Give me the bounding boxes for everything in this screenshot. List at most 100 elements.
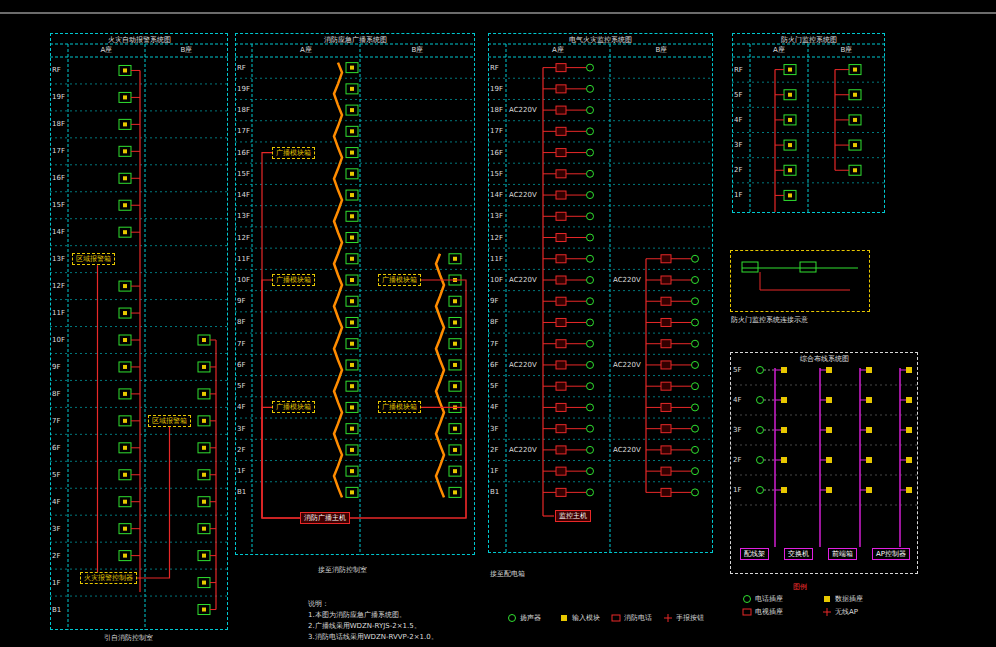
device-symbol [587,383,594,390]
panel-title: 电气火灾监控系统图 [489,36,712,44]
device-symbol [744,596,751,603]
note-text: 说明： [308,600,329,608]
outlet-symbol [826,487,832,493]
box-label: 广播模块箱 [276,403,311,411]
wire [235,375,475,376]
meter-symbol [556,170,566,178]
floor-label: 19F [490,85,503,93]
device-symbol [123,338,127,342]
floor-label: RF [52,66,61,74]
module-box: 广播模块箱 [378,401,421,413]
floor-label: 3F [734,141,742,149]
meter-symbol [556,488,566,496]
floor-label: 4F [490,403,498,411]
outlet-symbol [826,367,832,373]
meter-symbol [556,234,566,242]
wire [131,124,140,125]
floor-label: 6F [490,361,498,369]
floor-label: 14F [490,191,503,199]
floor-label: 4F [52,498,60,506]
floor-label: 2F [237,446,245,454]
floor-label: 8F [52,390,60,398]
wire [210,447,216,448]
floor-label: 18F [490,106,503,114]
device-symbol [119,497,131,507]
wire [131,501,140,502]
outlet-symbol [866,397,872,403]
cabinet-box: AP控制器 [872,548,910,560]
wire [860,400,866,401]
device-symbol [849,65,861,75]
meter-symbol [661,425,671,433]
floor-label: 6F [237,361,245,369]
meter-symbol [556,318,566,326]
wire [488,354,713,355]
device-symbol [449,360,461,370]
wire [131,178,140,179]
cabinet-box: 配线架 [740,548,769,560]
wire [210,501,216,502]
wire [760,272,761,290]
floor-label: 15F [52,201,65,209]
device-symbol [350,87,354,91]
device-symbol [449,424,461,434]
module-box: 广播模块箱 [378,274,421,286]
device-symbol [119,146,131,156]
floor-label: 15F [237,170,250,178]
wire [488,269,713,270]
floor-label: 17F [52,147,65,155]
wire [774,368,775,547]
device-symbol [350,448,354,452]
device-symbol [119,362,131,372]
device-symbol [202,338,206,342]
wire [835,170,849,171]
wire [50,137,228,138]
device-symbol [350,384,354,388]
meter-symbol [556,446,566,454]
connector [262,280,300,518]
wire [488,375,713,376]
legend-symbol [664,614,672,622]
floor-label: RF [734,66,743,74]
device-symbol [346,360,358,370]
connector [350,407,466,518]
legend-symbol [561,615,567,621]
device-symbol [453,257,457,261]
device-symbol [350,66,354,70]
wire [50,380,228,381]
outlet-symbol [866,487,872,493]
outlet-symbol [906,427,912,433]
wire [50,461,228,462]
floor-label: 16F [52,174,65,182]
device-symbol [123,311,127,315]
floor-label: 14F [237,191,250,199]
wire [645,259,646,493]
connector [262,407,300,518]
panel-title: 综合布线系统图 [731,355,917,363]
device-symbol [119,92,131,102]
device-symbol [346,84,358,94]
wire [488,481,713,482]
device-symbol [198,578,210,588]
wire [50,299,228,300]
device-symbol [119,443,131,453]
device-symbol [788,68,792,72]
device-symbol [346,211,358,221]
wire [131,340,140,341]
legend-title: 图例 [793,583,807,591]
floor-label: 7F [52,417,60,425]
device-symbol [346,424,358,434]
wire [50,515,228,516]
wire [50,326,228,327]
meter-symbol [661,488,671,496]
floor-label: 9F [490,297,498,305]
floor-label: 13F [490,212,503,220]
device-symbol [119,470,131,480]
device-symbol [757,367,764,374]
meter-symbol [556,403,566,411]
device-symbol [587,255,594,262]
device-symbol [123,419,127,423]
wire [50,488,228,489]
module-box: 区域报警箱 [148,415,191,427]
wire [131,393,140,394]
